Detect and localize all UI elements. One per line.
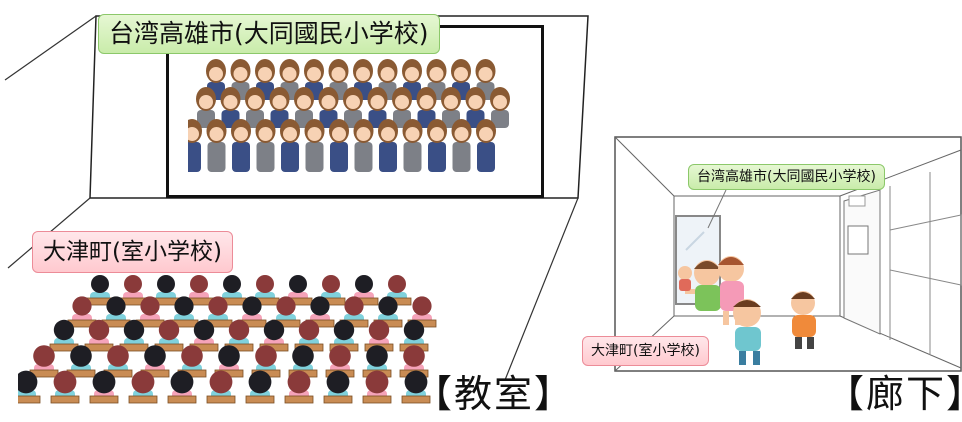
taiwan-student (255, 119, 276, 172)
hallway-taiwan-school-label: 台湾高雄市(大同國民小学校) (688, 164, 885, 190)
classroom-student (203, 296, 233, 328)
classroom-student (224, 319, 254, 352)
classroom-student (67, 296, 97, 328)
classroom-student (250, 275, 280, 306)
classroom-student (177, 345, 207, 378)
classroom-student (271, 296, 301, 328)
taiwan-student (416, 87, 437, 128)
otsu-school-label: 大津町(室小学校) (32, 231, 233, 273)
classroom-student (128, 370, 158, 404)
taiwan-student (280, 119, 300, 172)
taiwan-student (378, 119, 398, 172)
child-pink-shirt (718, 256, 744, 325)
classroom-student (167, 370, 197, 404)
classroom-student (84, 319, 114, 352)
child-small (678, 266, 692, 291)
classroom-student (206, 370, 236, 404)
taiwan-students-group (188, 59, 510, 172)
hallway-scene: 台湾高雄市(大同國民小学校) 大津町(室小学校) 【廊下】 (582, 0, 962, 421)
classroom-student (305, 296, 335, 328)
classroom-student (217, 275, 247, 306)
classroom-student (154, 319, 184, 352)
classroom-scene: 台湾高雄市(大同國民小学校) 大津町(室小学校) 【教室】 (4, 14, 589, 416)
classroom-caption: 【教室】 (414, 372, 575, 416)
classroom-student (284, 370, 314, 404)
taiwan-student (328, 59, 349, 100)
taiwan-student (304, 59, 324, 100)
child-orange-shirt (791, 291, 816, 349)
classroom-student (323, 370, 353, 404)
hallway-otsu-school-label: 大津町(室小学校) (582, 336, 709, 366)
child-green-shirt (685, 260, 721, 311)
taiwan-student (476, 119, 496, 172)
classroom-student (85, 275, 115, 306)
hallway-caption: 【廊下】 (826, 372, 962, 416)
classroom-student (29, 345, 59, 378)
running-children (678, 256, 816, 365)
taiwan-student (294, 87, 314, 128)
taiwan-student (490, 87, 510, 128)
classroom-student (237, 296, 267, 328)
classroom-student (118, 275, 148, 306)
taiwan-student (318, 87, 339, 128)
taiwan-student (427, 119, 447, 172)
taiwan-student (377, 59, 398, 100)
taiwan-student (245, 87, 265, 128)
classroom-student (18, 370, 41, 404)
classroom-student (362, 370, 392, 404)
classroom-student (89, 370, 119, 404)
taiwan-student (206, 119, 227, 172)
taiwan-student (402, 119, 423, 172)
taiwan-student (392, 87, 412, 128)
classroom-student (245, 370, 275, 404)
classroom-student (325, 345, 355, 378)
classroom-student (373, 296, 403, 328)
taiwan-student (188, 119, 202, 172)
child-teal-shirt (733, 299, 761, 365)
taiwan-student (451, 119, 472, 172)
classroom-student (259, 319, 289, 352)
otsu-students-group (18, 275, 437, 404)
taiwan-student (304, 119, 325, 172)
taiwan-student (329, 119, 349, 172)
taiwan-student (231, 119, 251, 172)
taiwan-student (353, 119, 374, 172)
classroom-student (119, 319, 149, 352)
classroom-student (401, 370, 431, 404)
classroom-student (49, 319, 79, 352)
classroom-student (50, 370, 80, 404)
classroom-student (189, 319, 219, 352)
taiwan-school-label: 台湾高雄市(大同國民小学校) (98, 14, 440, 54)
classroom-student (349, 275, 379, 306)
